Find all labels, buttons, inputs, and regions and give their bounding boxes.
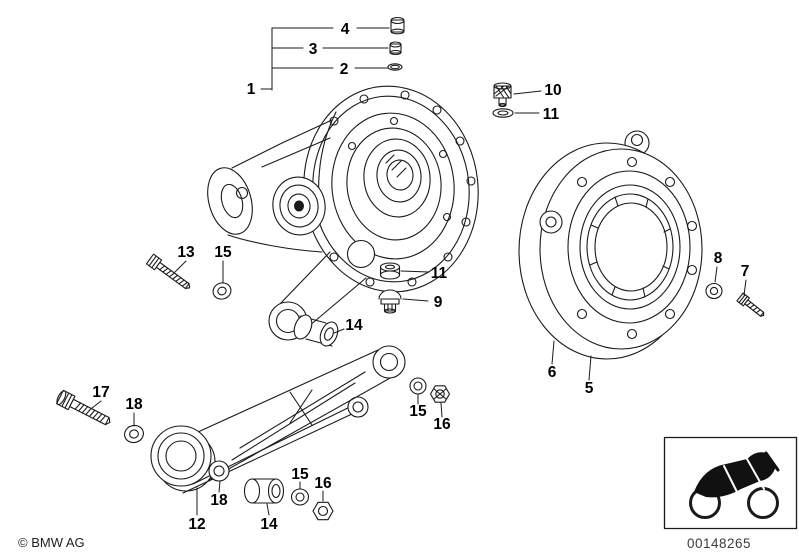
plug-large [390,16,405,35]
callout-12[interactable]: 12 [188,516,205,533]
image-number: 00148265 [687,536,751,551]
washer-bottom [290,488,310,506]
callout-14-bottom[interactable]: 14 [260,516,278,533]
flange-bolt-holes [329,90,476,287]
plug-small [389,41,402,56]
nut-bottom [312,501,334,521]
callout-labels: 4 3 2 1 10 11 13 15 11 9 14 8 7 6 5 17 1… [92,21,749,533]
callout-15-upper[interactable]: 15 [214,244,232,261]
nut-mid [429,385,451,403]
callout-18-bottom[interactable]: 18 [210,492,228,509]
bolt-right [736,292,765,317]
breather-plug [378,289,402,314]
motorcycle-icon [689,451,780,519]
callout-10[interactable]: 10 [544,82,561,99]
leader-lines [91,27,747,516]
bolt-upper-left [145,253,191,290]
bolt-lower-left [56,389,111,426]
o-ring [387,63,403,71]
gasket-washer-mid [379,262,401,280]
washer-upper-left [212,282,232,300]
callout-4[interactable]: 4 [341,21,350,38]
cover-bolt-holes [576,156,698,340]
callout-16-mid[interactable]: 16 [433,416,451,433]
callout-8[interactable]: 8 [714,250,723,267]
torque-arm-assembly [150,345,406,494]
callout-18-left[interactable]: 18 [125,396,143,413]
washer-right [705,282,723,300]
gasket-washer-top [492,108,514,118]
washer-bottom-left [208,460,230,482]
washer-lower-left [124,424,144,444]
bushing-bottom [243,478,285,504]
callout-5[interactable]: 5 [585,380,594,397]
rear-cover-ring [518,130,703,360]
callout-13[interactable]: 13 [177,244,195,261]
callout-16-bottom[interactable]: 16 [314,475,332,492]
vent-screw [493,82,512,108]
callout-11-mid[interactable]: 11 [431,265,448,282]
final-drive-housing [207,85,479,341]
callout-1[interactable]: 1 [247,81,256,98]
callout-7[interactable]: 7 [741,263,750,280]
callout-6[interactable]: 6 [548,364,557,381]
copyright-text: © BMW AG [18,535,85,550]
bushing-upper [293,314,339,347]
callout-14-mid[interactable]: 14 [345,317,363,334]
callout-11-top[interactable]: 11 [543,106,560,123]
callout-15-bottom[interactable]: 15 [291,466,309,483]
callout-17[interactable]: 17 [92,384,109,401]
callout-2[interactable]: 2 [340,61,349,78]
callout-15-mid[interactable]: 15 [409,403,427,420]
callout-3[interactable]: 3 [309,41,318,58]
callout-9[interactable]: 9 [434,294,443,311]
washer-mid [409,377,427,395]
